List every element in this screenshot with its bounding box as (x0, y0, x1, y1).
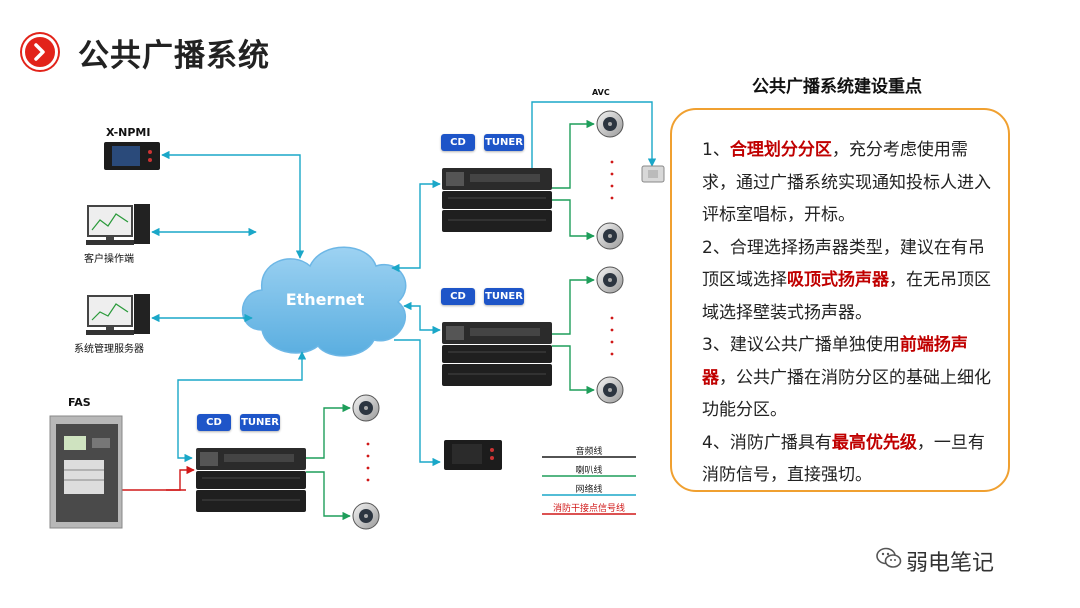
legend-fire-signal-line: 消防干接点信号线 (552, 504, 625, 514)
monitor-device (444, 440, 502, 470)
key-point-4: 4、消防广播具有最高优先级，一旦有消防信号，直接强切。 (702, 432, 985, 486)
speaker-icons (352, 110, 624, 530)
cd-chip: CD (197, 414, 231, 431)
client-label: 客户操作端 (84, 254, 134, 265)
xnpmi-device (104, 142, 160, 170)
amplifier-rack-2 (442, 322, 552, 386)
server-pc (86, 294, 150, 335)
page-title: 公共广播系统 (78, 38, 270, 74)
legend-network-line: 网络线 (575, 485, 603, 495)
chevron-right-circle-icon (22, 34, 58, 70)
cd-chip: CD (441, 288, 475, 305)
tuner-chip: TUNER (484, 288, 524, 305)
speaker-lines (306, 119, 595, 521)
tuner-chip: TUNER (240, 414, 280, 431)
network-lines (151, 101, 657, 467)
key-points-list: 1、合理划分分区，充分考虑使用需求，通过广播系统实现通知投标人进入评标室唱标，开… (702, 134, 992, 492)
avc-label: AVC (592, 88, 610, 97)
xnpmi-label: X-NPMI (106, 126, 151, 139)
fas-cabinet (49, 415, 123, 529)
legend-speaker-line: 喇叭线 (575, 466, 603, 476)
panel-heading: 公共广播系统建设重点 (752, 77, 922, 97)
watermark-text: 弱电笔记 (906, 551, 995, 576)
key-points-panel (670, 108, 1010, 492)
server-label: 系统管理服务器 (74, 344, 144, 355)
amplifier-rack-3 (196, 448, 306, 512)
avc-sensor-icon (641, 165, 665, 183)
cd-chip: CD (441, 134, 475, 151)
wechat-icon (876, 547, 902, 568)
fas-label: FAS (68, 396, 91, 409)
key-point-1: 1、合理划分分区，充分考虑使用需求，通过广播系统实现通知投标人进入评标室唱标，开… (702, 140, 991, 225)
tuner-chip: TUNER (484, 134, 524, 151)
dotted-marks (366, 160, 614, 482)
amplifier-rack-1 (442, 168, 552, 232)
legend-audio-line: 音频线 (575, 447, 603, 457)
client-pc (86, 204, 150, 245)
legend-lines (542, 456, 636, 515)
key-point-2: 2、合理选择扬声器类型，建议在有吊顶区域选择吸顶式扬声器，在无吊顶区域选择壁装式… (702, 237, 991, 323)
key-point-3: 3、建议公共广播单独使用前端扬声器，公共广播在消防分区的基础上细化功能分区。 (702, 335, 991, 420)
ethernet-label: Ethernet (285, 290, 365, 309)
